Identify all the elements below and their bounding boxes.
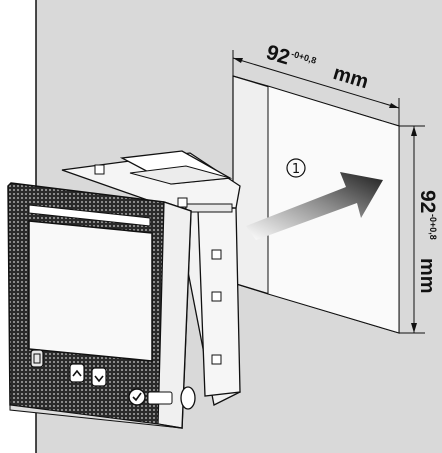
fixing-clip-side — [211, 249, 222, 365]
vertical-dimension-unit: mm — [416, 258, 438, 294]
up-button[interactable] — [69, 363, 85, 383]
status-strip — [28, 204, 151, 227]
chevron-down-icon — [94, 375, 104, 383]
chevron-up-icon — [72, 369, 82, 377]
vertical-dimension-tolerance: -0+0,8 — [428, 214, 438, 240]
escape-button[interactable] — [30, 349, 44, 368]
step-marker-label: 1 — [292, 162, 300, 177]
check-icon — [132, 392, 142, 402]
confirm-button[interactable] — [128, 388, 146, 406]
vertical-dimension: 92 -0+0,8 mm — [399, 125, 439, 334]
vertical-dimension-value: 92 — [416, 190, 439, 213]
side-knob — [180, 386, 196, 410]
down-button[interactable] — [91, 367, 107, 387]
display-screen — [28, 220, 153, 362]
fixing-clip-top — [94, 164, 188, 208]
device-housing — [61, 150, 241, 406]
step-marker: 1 — [286, 158, 306, 178]
insertion-arrow — [246, 172, 383, 240]
brand-logo — [147, 391, 173, 405]
